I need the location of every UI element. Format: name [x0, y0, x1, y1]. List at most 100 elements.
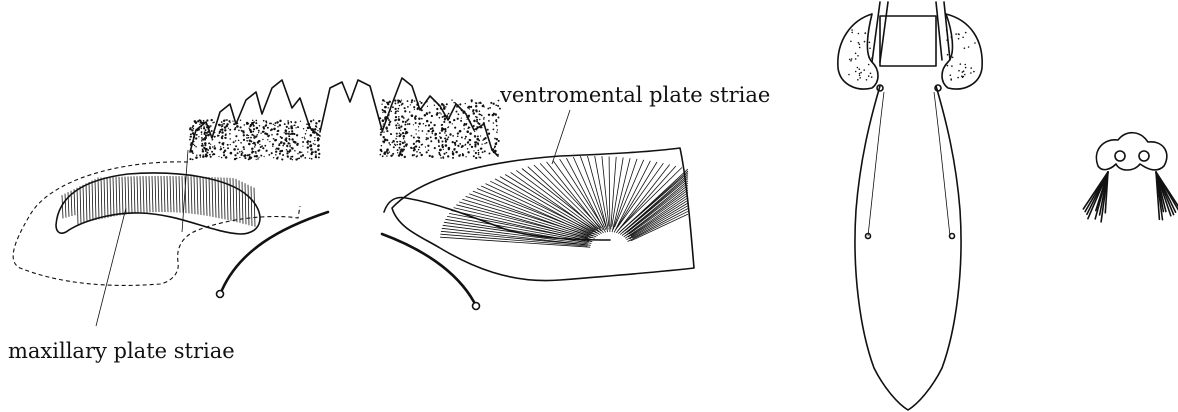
maxillary-stria [179, 176, 180, 213]
stipple-dot [236, 125, 239, 128]
stipple-dot [300, 121, 301, 122]
stipple-dot [453, 148, 455, 150]
stipple-dot [212, 146, 214, 148]
stipple-dot [202, 149, 204, 151]
stipple-dot [454, 127, 456, 129]
stipple-dot [287, 123, 289, 125]
lobe-dot [961, 75, 963, 77]
stipple-dot [301, 152, 302, 153]
stipple-dot [442, 116, 444, 118]
stipple-dot [442, 157, 444, 159]
stipple-dot [298, 127, 299, 128]
stipple-dot [455, 151, 457, 153]
stipple-dot [395, 124, 397, 126]
stipple-dot [309, 158, 310, 159]
stipple-dot [193, 144, 194, 145]
stipple-dot [430, 122, 432, 124]
lobe-dot [850, 41, 852, 43]
stipple-dot [223, 142, 225, 144]
stipple-dot [459, 131, 461, 133]
lobe-dot [964, 47, 966, 49]
stipple-dot [498, 100, 499, 101]
stipple-dot [245, 155, 246, 156]
stipple-dot [209, 146, 211, 148]
maxillary-stria [89, 182, 90, 222]
maxillary-stria [113, 177, 114, 216]
stipple-dot [265, 125, 267, 127]
stipple-dot [233, 141, 235, 143]
stipple-dot [242, 131, 244, 133]
stipple-dot [438, 139, 440, 141]
stipple-dot [258, 157, 259, 158]
stipple-dot [307, 143, 309, 145]
stipple-dot [478, 154, 480, 156]
stipple-dot [257, 134, 259, 136]
stipple-dot [288, 135, 290, 137]
stipple-dot [226, 119, 228, 121]
stipple-dot [211, 119, 213, 121]
stipple-dot [411, 101, 413, 103]
stipple-dot [486, 142, 488, 144]
stipple-dot [314, 144, 316, 146]
elongate-structure [838, 2, 982, 410]
stipple-dot [439, 132, 441, 134]
stipple-dot [263, 131, 264, 132]
stipple-dot [241, 151, 243, 153]
stipple-dot [452, 157, 454, 159]
stipple-dot [467, 148, 469, 150]
stipple-dot [192, 125, 194, 127]
lobe-dot [964, 64, 966, 66]
stipple-dot [263, 156, 264, 157]
stipple-dot [255, 120, 257, 122]
top-block [880, 16, 936, 66]
lobe-dot [863, 69, 865, 71]
stipple-dot [404, 128, 407, 131]
stipple-dot [288, 128, 290, 130]
stipple-dot [192, 152, 194, 154]
stipple-dot [384, 106, 386, 108]
lobe-dot [857, 55, 859, 57]
stipple-dot [469, 132, 472, 135]
stipple-dot [477, 149, 479, 151]
stipple-dot [405, 121, 407, 123]
stipple-dot [382, 136, 384, 138]
stipple-dot [492, 128, 494, 130]
maxillary-stria [167, 176, 168, 212]
stipple-dot [212, 139, 214, 141]
stipple-dot [484, 150, 486, 152]
stipple-dot [383, 131, 384, 132]
stipple-dot [431, 115, 433, 117]
stipple-dot [296, 134, 298, 136]
lobe-dot [869, 42, 871, 44]
maxillary-stria [161, 176, 162, 212]
stipple-dot [288, 138, 290, 140]
stipple-dot [472, 109, 474, 111]
stipple-dot [445, 144, 448, 147]
stipple-dot [457, 118, 459, 120]
stipple-dot [214, 147, 217, 150]
stipple-dot [411, 99, 413, 101]
lobe-dot [957, 77, 959, 79]
maxillary-stria [176, 176, 177, 212]
stipple-dot [258, 132, 259, 133]
stipple-dot [454, 142, 456, 144]
stipple-dot [407, 123, 409, 125]
stipple-dot [420, 102, 422, 104]
stipple-dot [498, 117, 500, 119]
stipple-dot [394, 108, 396, 110]
stipple-dot [461, 136, 463, 138]
stipple-dot [276, 133, 278, 135]
stipple-dot [452, 151, 454, 153]
stipple-dot [426, 113, 428, 115]
stipple-dot [451, 99, 452, 100]
stipple-dot [391, 134, 392, 135]
stipple-dot [307, 146, 309, 148]
stipple-dot [269, 123, 271, 125]
lobe-dot [868, 75, 870, 77]
stipple-dot [318, 156, 320, 158]
stipple-dot [384, 138, 387, 141]
stipple-dot [259, 144, 260, 145]
stipple-dot [284, 123, 286, 125]
maxillary-leader-line [96, 208, 126, 326]
stipple-dot [457, 145, 459, 147]
